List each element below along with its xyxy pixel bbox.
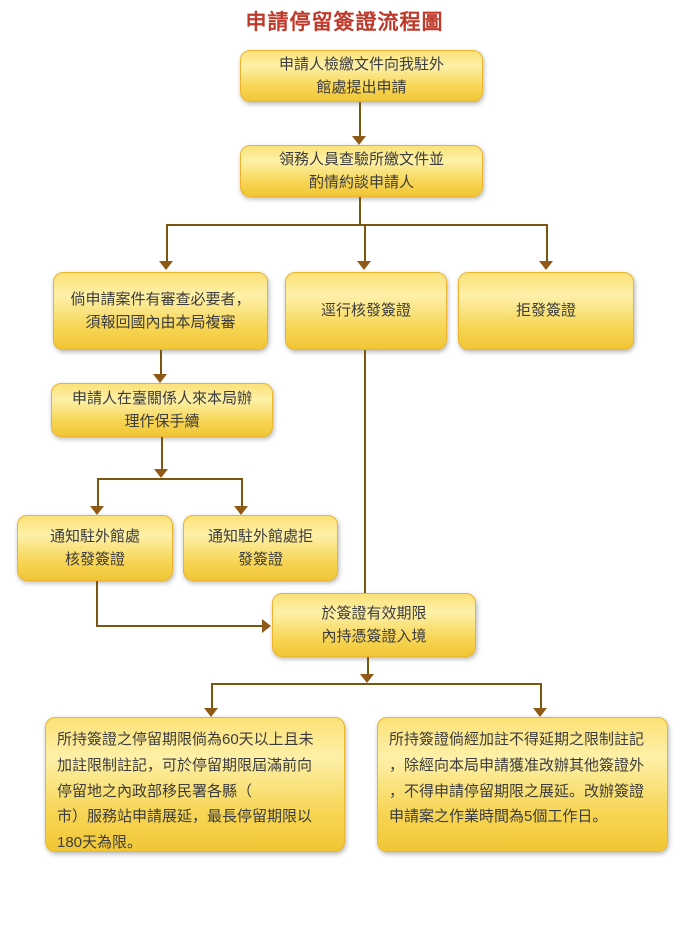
connector-guarantor-branch-bar [97, 478, 243, 480]
flow-node-apply: 申請人檢繳文件向我駐外 館處提出申請 [240, 50, 483, 102]
flow-node-no-extension: 所持簽證倘經加註不得延期之限制註記 ，除經向本局申請獲准改辦其他簽證外 ，不得申… [377, 717, 668, 852]
flow-node-notify-refuse: 通知駐外館處拒 發簽證 [183, 515, 338, 581]
arrowhead-down-icon [533, 708, 547, 717]
connector-branch-mid-line [364, 224, 366, 261]
flow-node-further-review: 倘申請案件有審查必要者， 須報回國內由本局複審 [53, 272, 268, 350]
flow-node-notify-issue-label: 通知駐外館處 核發簽證 [49, 527, 140, 568]
flow-node-issue-directly-label: 逕行核發簽證 [320, 302, 411, 320]
flow-node-notify-refuse-label: 通知駐外館處拒 發簽證 [207, 527, 313, 568]
flow-node-no-extension-label: 所持簽證倘經加註不得延期之限制註記 ，除經向本局申請獲准改辦其他簽證外 ，不得申… [389, 731, 645, 826]
arrowhead-down-icon [204, 708, 218, 717]
arrowhead-down-icon [357, 261, 371, 270]
arrowhead-right-icon [262, 619, 271, 633]
flow-node-apply-label: 申請人檢繳文件向我駐外 館處提出申請 [278, 55, 444, 96]
flow-node-entry-label: 於簽證有效期限 內持憑簽證入境 [321, 604, 427, 645]
arrowhead-down-icon [154, 469, 168, 478]
arrowhead-down-icon [159, 261, 173, 270]
connector-apply-examine-line [359, 102, 361, 136]
connector-extension-line [211, 685, 213, 708]
arrowhead-down-icon [539, 261, 553, 270]
flow-node-notify-issue: 通知駐外館處 核發簽證 [17, 515, 173, 581]
connector-notify-entry-horizontal [96, 625, 262, 627]
connector-no-extension-line [540, 685, 542, 708]
flow-node-examine-label: 領務人員查驗所繳文件並 酌情約談申請人 [278, 150, 444, 191]
flow-node-guarantor-label: 申請人在臺關係人來本局辦 理作保手續 [71, 389, 252, 430]
arrowhead-down-icon [153, 374, 167, 383]
connector-examine-branch-stem [359, 197, 361, 224]
connector-notify-refuse-line [241, 480, 243, 506]
connector-review-guarantor-line [160, 350, 162, 374]
flow-node-further-review-label: 倘申請案件有審查必要者， 須報回國內由本局複審 [70, 290, 251, 331]
arrowhead-down-icon [234, 506, 248, 515]
connector-entry-branch-bar [211, 683, 542, 685]
flow-node-issue-directly: 逕行核發簽證 [285, 272, 447, 350]
arrowhead-down-icon [90, 506, 104, 515]
connector-branch-right-line [546, 224, 548, 261]
connector-notify-entry-vertical [96, 581, 98, 627]
connector-entry-branch-stem [367, 657, 369, 674]
arrowhead-down-icon [352, 136, 366, 145]
arrowhead-down-icon [360, 674, 374, 683]
page-title: 申請停留簽證流程圖 [245, 11, 444, 34]
flow-node-examine: 領務人員查驗所繳文件並 酌情約談申請人 [240, 145, 483, 197]
flow-node-extension-label: 所持簽證之停留期限倘為60天以上且未 加註限制註記，可於停留期限屆滿前向 停留地… [57, 731, 314, 852]
connector-guarantor-branch-stem [161, 437, 163, 469]
flow-node-entry: 於簽證有效期限 內持憑簽證入境 [272, 593, 476, 657]
flow-node-refuse: 拒發簽證 [458, 272, 634, 350]
connector-branch-left-line [166, 224, 168, 261]
flow-node-guarantor: 申請人在臺關係人來本局辦 理作保手續 [51, 383, 273, 437]
flow-node-extension: 所持簽證之停留期限倘為60天以上且未 加註限制註記，可於停留期限屆滿前向 停留地… [45, 717, 345, 852]
flow-node-refuse-label: 拒發簽證 [515, 302, 576, 320]
connector-examine-branch-bar [166, 224, 548, 226]
connector-notify-issue-line [97, 480, 99, 506]
connector-issue-entry-line [364, 350, 366, 593]
